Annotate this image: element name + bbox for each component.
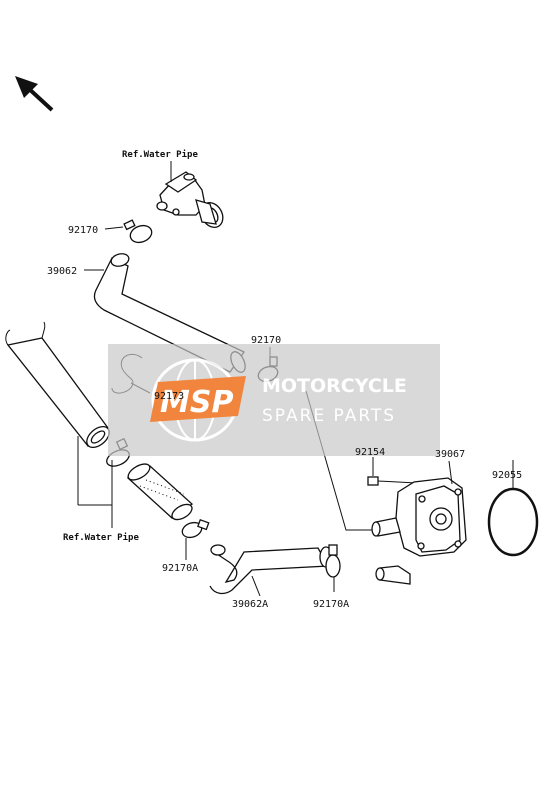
label-ref-water-pipe-bottom: Ref.Water Pipe <box>63 532 139 543</box>
oring-92055 <box>487 460 539 557</box>
hose-39062A <box>209 544 333 597</box>
label-39062: 39062 <box>47 266 77 277</box>
thermostat-housing <box>156 161 224 228</box>
label-92154: 92154 <box>355 447 385 458</box>
label-92170A-right: 92170A <box>313 599 349 610</box>
label-92173: 92173 <box>154 391 184 402</box>
label-ref-water-pipe-top: Ref.Water Pipe <box>122 149 198 160</box>
ref-water-pipe-bracket <box>77 436 113 528</box>
label-92170-mid: 92170 <box>251 335 281 346</box>
watermark: MSP MOTORCYCLE SPARE PARTS <box>108 344 440 456</box>
clamp-92170A-right <box>325 544 341 592</box>
clamp-92170A-left <box>181 518 210 560</box>
ref-water-pipe-left <box>5 321 110 449</box>
oil-cooler-39067 <box>371 460 467 557</box>
watermark-logo-text: MSP <box>160 385 233 420</box>
label-92170A-left: 92170A <box>162 563 198 574</box>
label-92055: 92055 <box>492 470 522 481</box>
arrow-up-left-icon <box>15 76 54 112</box>
watermark-subtitle: SPARE PARTS <box>262 406 396 426</box>
label-39067: 39067 <box>435 449 465 460</box>
clamp-92170-upper <box>104 219 153 244</box>
cooler-outlet-pipe <box>375 565 411 585</box>
connector-hose <box>126 463 194 521</box>
watermark-logo: MSP <box>150 358 246 442</box>
label-39062A: 39062A <box>232 599 268 610</box>
label-92170-upper: 92170 <box>68 225 98 236</box>
watermark-title: MOTORCYCLE <box>262 375 407 397</box>
